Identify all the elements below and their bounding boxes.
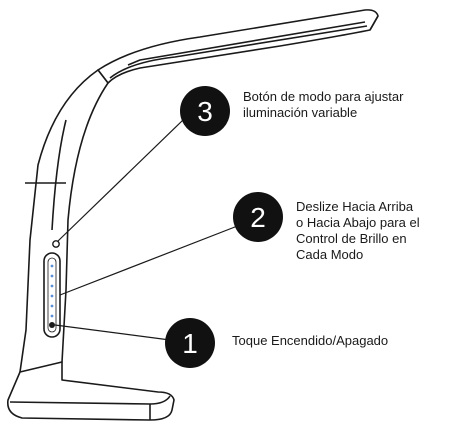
badge-1-number: 1	[182, 328, 198, 359]
leader-line-1	[54, 324, 171, 341]
callout-2-text: Deslize Hacia Arriba o Hacia Abajo para …	[296, 199, 420, 263]
callout-3-text: Botón de modo para ajustar iluminación v…	[243, 89, 403, 121]
callout-1-line-1: Toque Encendido/Apagado	[232, 333, 389, 348]
lamp-head	[97, 9, 379, 84]
badge-2-number: 2	[250, 202, 266, 233]
callout-2-line-2: o Hacia Abajo para el	[296, 215, 420, 230]
leader-line-2	[59, 224, 241, 296]
leader-line-3	[57, 119, 184, 242]
callout-3-line-1: Botón de modo para ajustar	[243, 89, 404, 104]
lamp-base	[6, 361, 175, 421]
badge-3: 3	[180, 86, 230, 136]
leader-lines	[54, 119, 241, 341]
callout-2-line-3: Control de Brillo en	[296, 231, 407, 246]
led-indicators	[50, 264, 54, 318]
mode-button	[52, 240, 60, 248]
badge-2: 2	[233, 192, 283, 242]
callout-2-line-4: Cada Modo	[296, 247, 364, 262]
control-strip	[43, 240, 61, 338]
power-touch-dot	[49, 322, 55, 328]
callout-1-text: Toque Encendido/Apagado	[232, 333, 388, 349]
callout-3-line-2: iluminación variable	[243, 105, 358, 120]
badge-3-number: 3	[197, 96, 213, 127]
badge-1: 1	[165, 318, 215, 368]
callout-2-line-1: Deslize Hacia Arriba	[296, 199, 414, 214]
